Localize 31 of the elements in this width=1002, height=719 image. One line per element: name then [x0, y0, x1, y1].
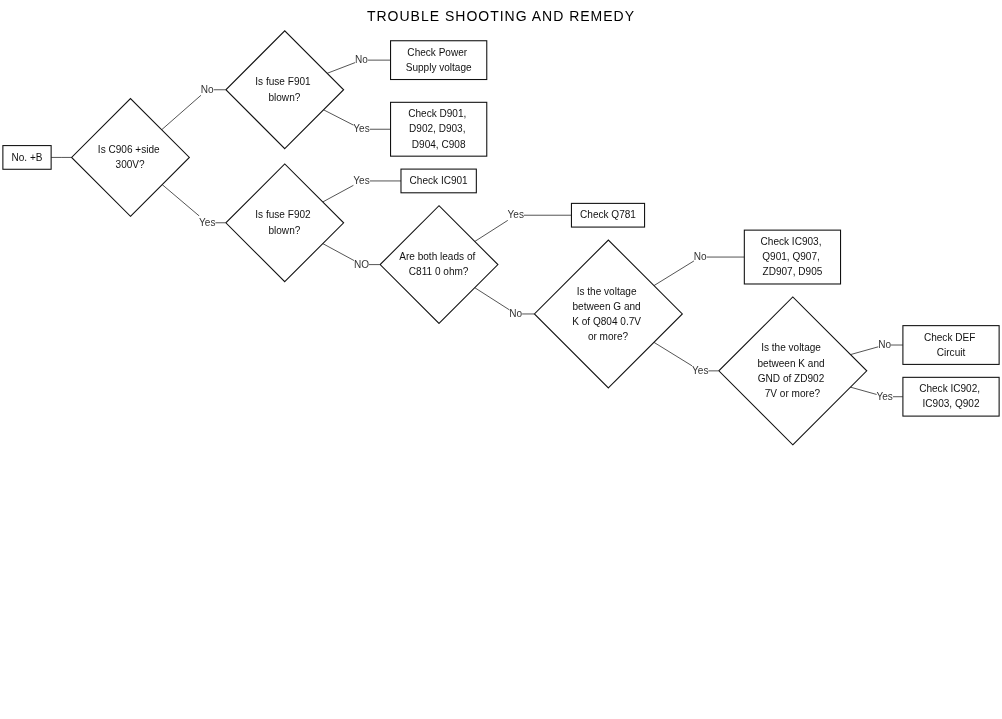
edge-label: Yes: [199, 216, 216, 229]
edge-label: Yes: [353, 123, 370, 135]
edge-label: No: [509, 307, 523, 320]
edge-label: Yes: [353, 174, 370, 187]
edge-label: NO: [353, 258, 370, 270]
edge-label: Yes: [876, 390, 893, 403]
node-box: Check IC903, Q901, Q907, ZD907, D905: [743, 229, 842, 285]
edge-label: No: [878, 338, 892, 351]
edge-label: Yes: [507, 209, 524, 221]
connector: [161, 89, 226, 131]
edge-label: No: [200, 83, 214, 96]
connector: [474, 214, 572, 242]
node-box: No. +B: [2, 145, 52, 170]
connector: [653, 256, 745, 287]
edge-label: No: [693, 250, 707, 263]
node-box: Check Power Supply voltage: [390, 40, 488, 81]
connector: [326, 59, 391, 74]
node-diamond: Is fuse F902 blown?: [225, 163, 345, 283]
diagram-title: TROUBLE SHOOTING AND REMEDY: [365, 8, 637, 24]
node-diamond: Is C906 +side 300V?: [70, 97, 191, 218]
node-diamond: Is the voltage between K and GND of ZD902 7V or more?: [718, 296, 868, 446]
edge-label: No: [355, 54, 368, 66]
node-diamond: Is the voltage between G and K of Q804 0.7V or more?: [533, 239, 684, 389]
node-diamond: Is fuse F901 blown?: [225, 30, 345, 150]
node-diamond: Are both leads of C811 0 ohm?: [379, 204, 499, 325]
node-box: Check D901, D902, D903, D904, C908: [390, 101, 488, 157]
node-box: Check IC902, IC903, Q902: [902, 376, 1000, 417]
node-box: Check DEF Circuit: [902, 325, 1000, 365]
node-box: Check Q781: [570, 202, 646, 228]
edge-label: Yes: [692, 364, 709, 377]
node-box: Check IC901: [400, 168, 477, 194]
